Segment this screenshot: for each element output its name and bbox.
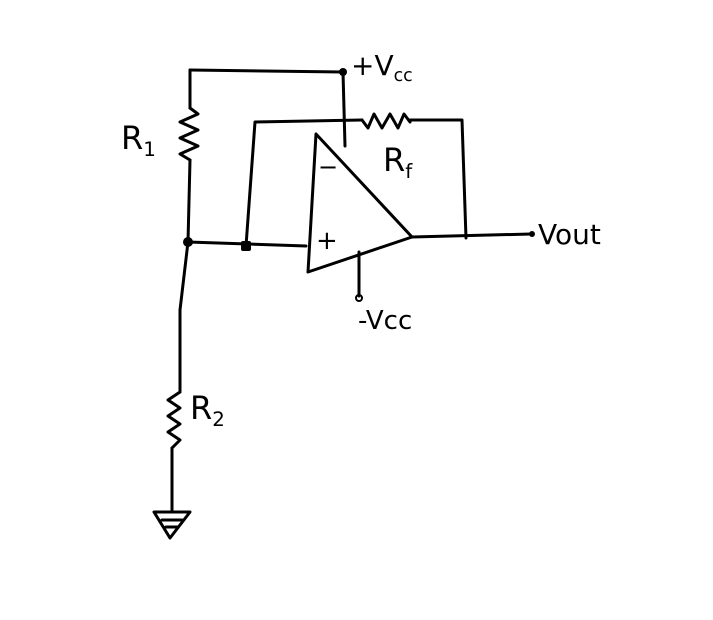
node-neg-vcc	[355, 294, 363, 302]
label-inverting-input: −	[318, 153, 339, 181]
resistor-r2	[166, 390, 182, 450]
node-vcc	[339, 68, 347, 76]
label-noninverting-input: +	[316, 226, 338, 256]
node-vout	[529, 231, 535, 237]
label-rf: Rf	[383, 141, 413, 183]
wire-top-to-vcc	[188, 68, 345, 74]
label-vcc-negative: -Vcc	[358, 306, 413, 336]
label-vcc-positive: +Vcc	[351, 49, 413, 87]
label-r1: R1	[121, 119, 156, 161]
label-vout: Vout	[538, 218, 601, 251]
wire-vcc-supply	[341, 70, 347, 148]
wire-output	[410, 232, 533, 239]
resistor-rf	[360, 112, 412, 130]
node-junction-r1-r2	[183, 237, 193, 247]
wire-feedback-right	[408, 118, 468, 240]
wire-r2-top	[178, 240, 190, 394]
node-junction-feedback	[241, 241, 251, 251]
resistor-r1	[178, 106, 200, 162]
label-r2: R2	[190, 389, 225, 431]
ground-symbol	[152, 510, 192, 540]
wire-r1-bottom	[186, 158, 192, 244]
wire-feedback-left	[244, 118, 364, 248]
